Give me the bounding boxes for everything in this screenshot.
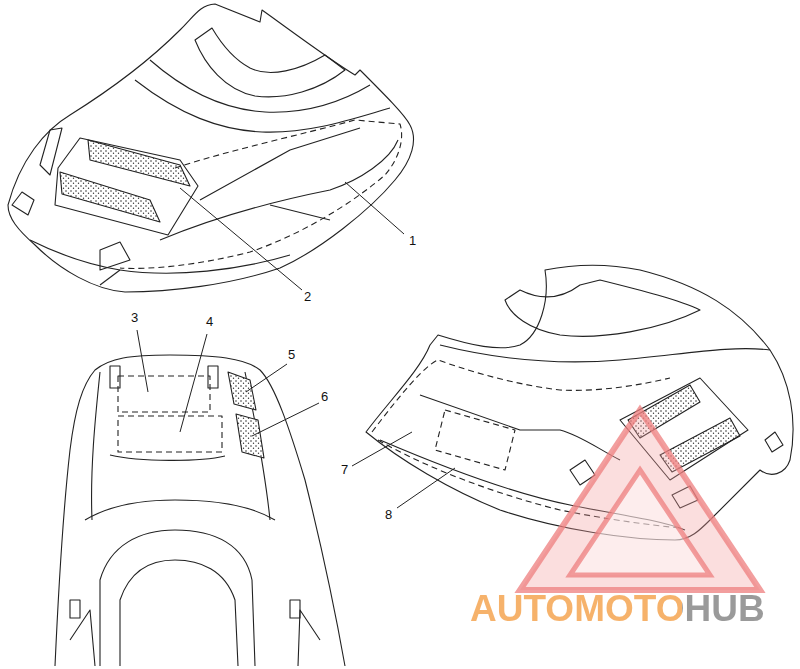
hood-ridge bbox=[150, 60, 370, 112]
vent-stipple bbox=[60, 172, 160, 222]
hood-outline bbox=[55, 355, 345, 666]
decal-outline bbox=[435, 410, 515, 470]
callout-number: 5 bbox=[287, 348, 296, 361]
hood-edge bbox=[110, 455, 225, 460]
decal-line bbox=[200, 128, 360, 200]
front-fairing bbox=[100, 242, 130, 270]
leader-line bbox=[137, 330, 148, 392]
hood-arch bbox=[85, 500, 275, 520]
side-pad bbox=[765, 432, 783, 452]
callout-number: 2 bbox=[303, 290, 312, 303]
watermark-triangle bbox=[520, 410, 760, 590]
hood-outline bbox=[8, 4, 414, 292]
hood-edge bbox=[100, 270, 120, 285]
vent-stipple bbox=[88, 140, 190, 186]
callout-number: 8 bbox=[384, 508, 393, 521]
hood-front-view bbox=[55, 355, 345, 666]
decal-line bbox=[420, 395, 620, 460]
leader-line bbox=[180, 334, 207, 432]
leader-line bbox=[246, 364, 287, 392]
leader-line bbox=[180, 188, 302, 290]
decal-outline bbox=[118, 416, 222, 452]
decal-line bbox=[270, 205, 330, 220]
decal-outline bbox=[118, 376, 210, 412]
watermark-logo bbox=[520, 410, 760, 590]
watermark-triangle bbox=[570, 470, 710, 575]
hood-top-view bbox=[8, 4, 414, 292]
callout-number: 6 bbox=[320, 390, 329, 403]
callout-number: 1 bbox=[408, 234, 417, 247]
callout-number: 4 bbox=[205, 315, 214, 328]
side-pad bbox=[290, 600, 300, 618]
hood-ridge bbox=[135, 80, 390, 132]
leader-line bbox=[345, 182, 404, 234]
hood-ridge bbox=[92, 372, 100, 520]
vent-stipple bbox=[236, 414, 264, 458]
hood-ridge bbox=[440, 345, 770, 362]
hood-arch bbox=[120, 560, 238, 666]
vent-frame bbox=[55, 138, 198, 235]
leader-line bbox=[252, 403, 319, 436]
decal-line bbox=[160, 140, 398, 240]
callout-number: 3 bbox=[130, 311, 139, 324]
decal-outline bbox=[372, 360, 670, 432]
side-pad bbox=[12, 192, 34, 215]
watermark: AUTOMOTOHUB bbox=[470, 590, 765, 627]
vent-stipple bbox=[228, 372, 256, 410]
hood-edge bbox=[30, 240, 290, 273]
leader-lines bbox=[137, 182, 455, 508]
leader-line bbox=[352, 432, 412, 466]
hood-edge bbox=[298, 610, 320, 666]
windshield-opening bbox=[505, 280, 700, 336]
hood-arch bbox=[100, 530, 255, 666]
callout-number: 7 bbox=[340, 463, 349, 476]
side-pad bbox=[70, 600, 80, 618]
leader-line bbox=[397, 468, 455, 508]
windshield-opening bbox=[195, 28, 345, 97]
